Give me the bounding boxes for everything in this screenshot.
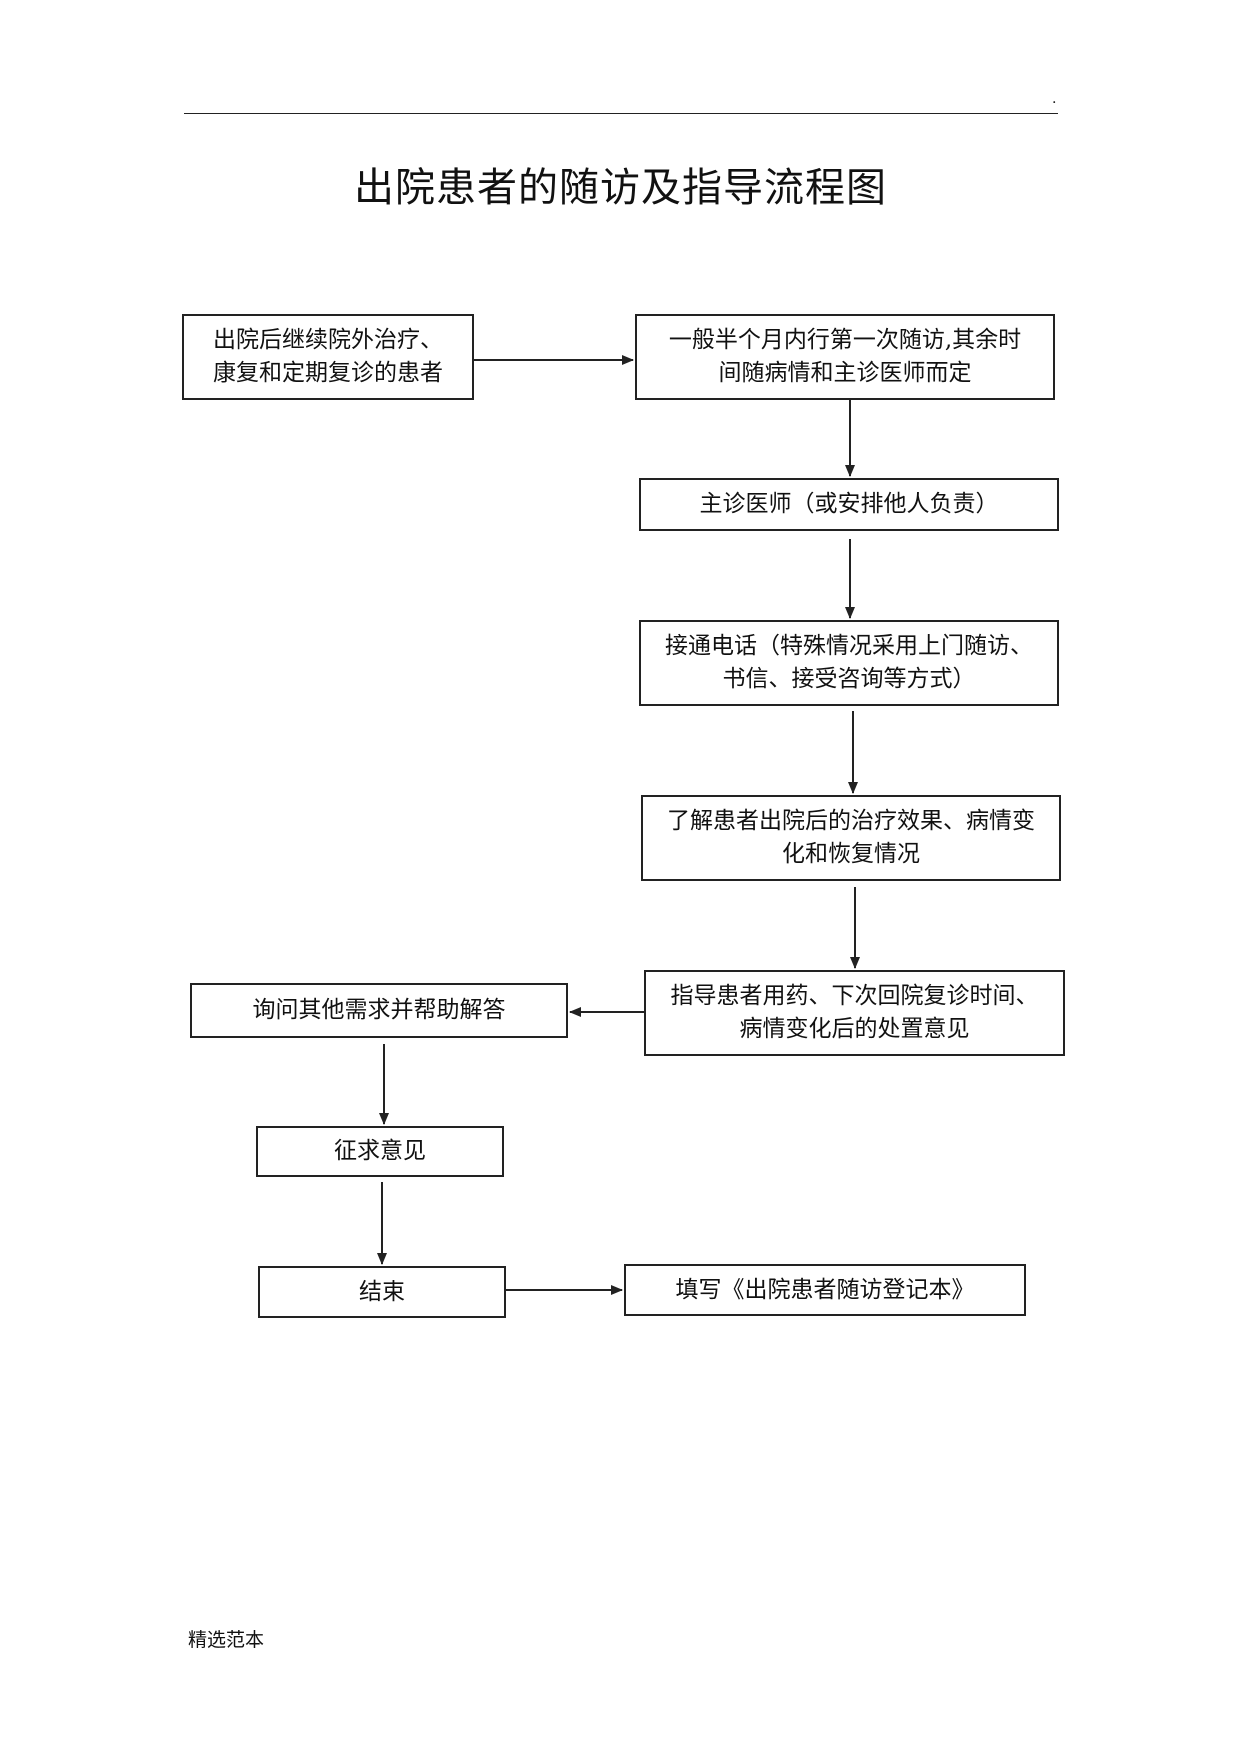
header-mark: . [1052, 91, 1057, 107]
node-follow-up-schedule: 一般半个月内行第一次随访,其余时 间随病情和主诊医师而定 [635, 314, 1055, 400]
node-attending-physician: 主诊医师（或安排他人负责） [639, 478, 1059, 531]
node-text-line: 间随病情和主诊医师而定 [718, 360, 972, 386]
node-text-line: 书信、接受咨询等方式） [722, 666, 976, 692]
node-inquire-needs: 询问其他需求并帮助解答 [190, 983, 568, 1038]
header-rule [184, 113, 1058, 114]
node-discharged-patients: 出院后继续院外治疗、 康复和定期复诊的患者 [182, 314, 474, 400]
node-text-line: 接通电话（特殊情况采用上门随访、 [665, 633, 1033, 659]
node-understand-status: 了解患者出院后的治疗效果、病情变 化和恢复情况 [641, 795, 1061, 881]
node-text-line: 结束 [359, 1278, 405, 1305]
node-text-line: 指导患者用药、下次回院复诊时间、 [670, 983, 1039, 1009]
node-text-line: 了解患者出院后的治疗效果、病情变 [667, 808, 1035, 834]
node-text-line: 主诊医师（或安排他人负责） [699, 491, 999, 517]
node-end: 结束 [258, 1266, 506, 1318]
node-text-line: 康复和定期复诊的患者 [213, 360, 443, 386]
node-text-line: 一般半个月内行第一次随访,其余时 [668, 327, 1022, 353]
node-text-line: 病情变化后的处置意见 [739, 1016, 970, 1042]
node-text-line: 化和恢复情况 [782, 841, 920, 867]
node-guidance: 指导患者用药、下次回院复诊时间、 病情变化后的处置意见 [644, 970, 1065, 1056]
page-title: 出院患者的随访及指导流程图 [354, 165, 887, 211]
node-text-line: 填写《出院患者随访登记本》 [675, 1276, 975, 1303]
footer-label: 精选范本 [188, 1629, 265, 1651]
node-text-line: 出院后继续院外治疗、 [213, 327, 443, 353]
node-fill-register: 填写《出院患者随访登记本》 [624, 1264, 1026, 1316]
node-phone-contact: 接通电话（特殊情况采用上门随访、 书信、接受咨询等方式） [639, 620, 1059, 706]
node-solicit-opinions: 征求意见 [256, 1126, 504, 1177]
node-text-line: 询问其他需求并帮助解答 [252, 997, 506, 1023]
node-text-line: 征求意见 [334, 1138, 426, 1164]
